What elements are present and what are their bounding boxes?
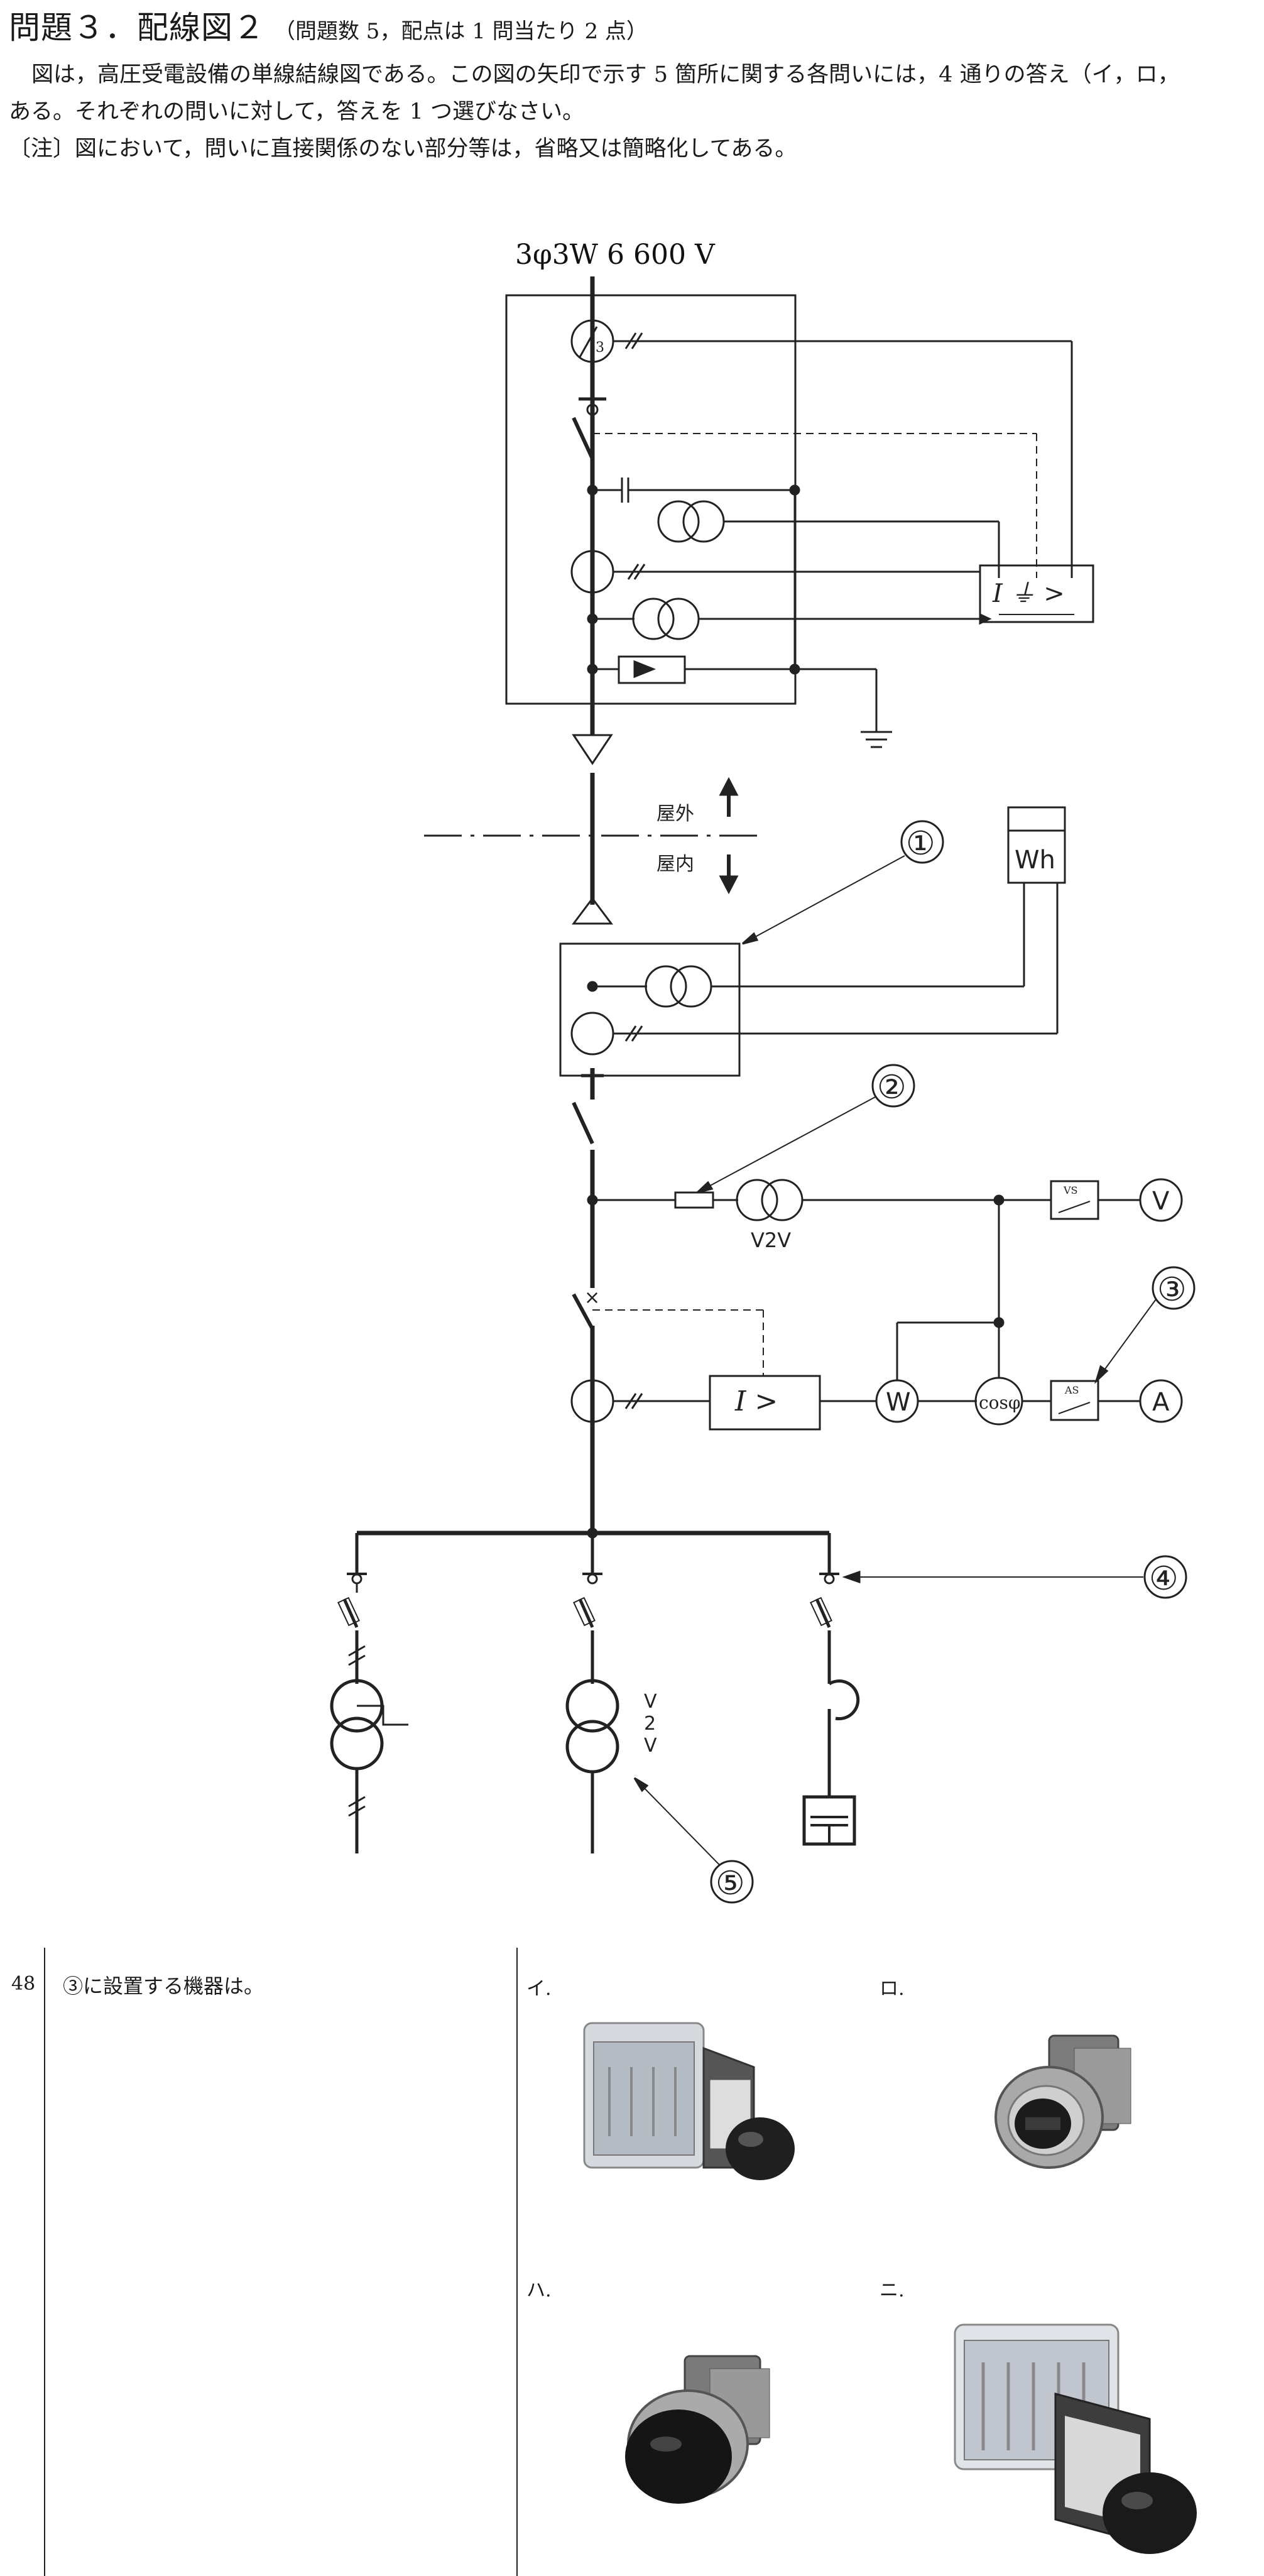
option-ro-label[interactable]: ロ. [880,1978,905,2000]
svg-text:3: 3 [596,340,604,356]
oc-relay-label: I > [734,1385,778,1417]
oc-relay-box [709,1375,821,1431]
single-line-diagram: 3φ3W 6 600 V 3 [330,239,1196,1904]
question-row: 48 ③に設置する機器は。 イ. ロ. ハ. ニ. [0,1910,1264,2576]
problem-subtitle: （問題数 5，配点は 1 問当たり 2 点） [274,19,648,44]
pushbutton-switch-image[interactable] [603,2337,792,2526]
svg-text:×: × [584,1287,600,1309]
metering-box [559,942,741,1077]
callout-2 [871,1064,915,1108]
callout-5 [710,1860,754,1904]
cam-switch-small-image[interactable] [572,2011,798,2193]
column-divider [516,1948,518,2576]
svg-text:①: ① [906,825,935,863]
option-i-label[interactable]: イ. [526,1978,552,2000]
svg-text:V: V [1152,1187,1170,1216]
svg-text:AS: AS [1064,1384,1079,1396]
instructions: 図は，高圧受電設備の単線結線図である。この図の矢印で示す 5 箇所に関する各問い… [9,57,1259,168]
ammeter [1139,1379,1183,1423]
column-divider [44,1948,45,2576]
callout-3 [1152,1266,1196,1310]
svg-text:VS: VS [1063,1184,1078,1196]
wh-label: Wh [1015,846,1055,875]
svg-text:V: V [644,1735,657,1757]
problem-title: 問題３．配線図２ [9,9,265,46]
svg-text:A: A [1152,1388,1170,1417]
indoor-label: 屋内 [657,853,694,875]
callout-1 [900,820,944,864]
ground-relay-box [979,564,1094,623]
svg-text:V: V [644,1691,657,1713]
svg-text:cosφ: cosφ [979,1392,1021,1413]
svg-text:2: 2 [644,1713,656,1735]
v2v-label: V2V [751,1228,791,1252]
svg-text:②: ② [877,1069,907,1106]
svg-text:③: ③ [1157,1271,1187,1309]
option-ha-label[interactable]: ハ. [526,2279,552,2301]
svg-text:⑤: ⑤ [716,1865,745,1902]
intro-line-1: 図は，高圧受電設備の単線結線図である。この図の矢印で示す 5 箇所に関する各問い… [31,62,1180,87]
intro-line-3: 〔注〕図において，問いに直接関係のない部分等は，省略又は簡略化してある。 [9,136,797,161]
wh-meter [1007,806,1066,884]
supply-label: 3φ3W 6 600 V [515,239,716,271]
outdoor-label: 屋外 [657,803,694,825]
callout-4 [1143,1555,1187,1599]
cam-switch-large-image[interactable] [942,2312,1206,2563]
question-text: ③に設置する機器は。 [63,1974,264,1998]
ground-relay-label: I ⏚ > [992,579,1065,608]
voltmeter [1139,1178,1183,1222]
svg-text:W: W [886,1388,911,1417]
pf-fuse [674,1191,714,1209]
intro-line-2: ある。それぞれの問いに対して，答えを 1 つ選びなさい。 [9,99,585,124]
page-title: 問題３．配線図２ （問題数 5，配点は 1 問当たり 2 点） [9,3,648,53]
option-ni-label[interactable]: ニ. [880,2279,905,2301]
selector-switch-image[interactable] [980,2023,1169,2186]
question-number: 48 [11,1973,36,1995]
svg-text:④: ④ [1149,1560,1179,1598]
